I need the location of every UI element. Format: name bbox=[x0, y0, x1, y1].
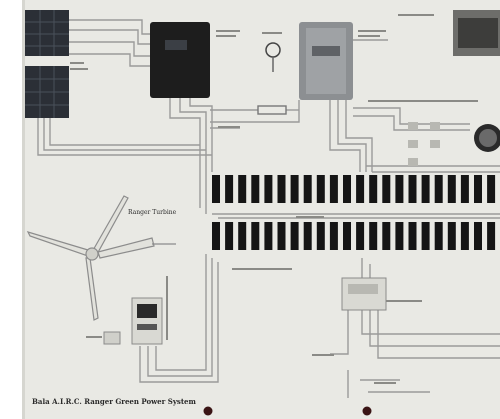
battery-cell bbox=[395, 222, 403, 250]
top-right-device-photo bbox=[453, 10, 500, 56]
battery-cell bbox=[304, 222, 312, 250]
battery-cell bbox=[304, 175, 312, 203]
battery-cell bbox=[461, 222, 469, 250]
diagram-caption: Bala A.I.R.C. Ranger Green Power System bbox=[32, 397, 197, 406]
vertical-controller-label bbox=[166, 276, 168, 340]
battery-cell bbox=[225, 175, 233, 203]
battery-cell bbox=[278, 222, 286, 250]
battery-cell bbox=[369, 175, 377, 203]
battery-cell bbox=[291, 175, 299, 203]
battery-cell bbox=[422, 175, 430, 203]
battery-cell bbox=[356, 222, 364, 250]
board-surface bbox=[22, 0, 500, 419]
battery-cell bbox=[317, 175, 325, 203]
battery-cell bbox=[264, 175, 272, 203]
battery-cell bbox=[356, 175, 364, 203]
pin-dot bbox=[363, 407, 372, 416]
battery-cell bbox=[291, 222, 299, 250]
battery-cell bbox=[238, 222, 246, 250]
pin-dot bbox=[204, 407, 213, 416]
battery-cell bbox=[474, 222, 482, 250]
wind-turbine-label: Ranger Turbine bbox=[128, 209, 177, 216]
battery-cell bbox=[330, 175, 338, 203]
battery-cell bbox=[487, 222, 495, 250]
battery-cell bbox=[212, 222, 220, 250]
battery-cell bbox=[330, 222, 338, 250]
battery-cell bbox=[251, 175, 259, 203]
battery-cell bbox=[435, 222, 443, 250]
battery-cell bbox=[278, 175, 286, 203]
wind-turbine-label-text: Ranger Turbine bbox=[128, 209, 177, 216]
battery-cell bbox=[212, 175, 220, 203]
battery-cell bbox=[382, 175, 390, 203]
battery-cell bbox=[343, 222, 351, 250]
battery-cell bbox=[382, 222, 390, 250]
battery-cell bbox=[238, 175, 246, 203]
battery-cell bbox=[225, 222, 233, 250]
gray-inverter bbox=[299, 22, 353, 100]
battery-cell bbox=[343, 175, 351, 203]
battery-cell bbox=[474, 175, 482, 203]
battery-cell bbox=[448, 175, 456, 203]
battery-cell bbox=[409, 222, 417, 250]
battery-cell bbox=[395, 175, 403, 203]
battery-cell bbox=[422, 222, 430, 250]
battery-cell bbox=[264, 222, 272, 250]
battery-cell bbox=[461, 175, 469, 203]
battery-cell bbox=[251, 222, 259, 250]
battery-cell bbox=[409, 175, 417, 203]
board-edge bbox=[22, 0, 25, 419]
black-inverter bbox=[150, 22, 210, 98]
battery-cell bbox=[487, 175, 495, 203]
battery-cell bbox=[369, 222, 377, 250]
battery-cell bbox=[317, 222, 325, 250]
battery-cell bbox=[448, 222, 456, 250]
dc-converter bbox=[342, 278, 386, 310]
battery-cell bbox=[435, 175, 443, 203]
